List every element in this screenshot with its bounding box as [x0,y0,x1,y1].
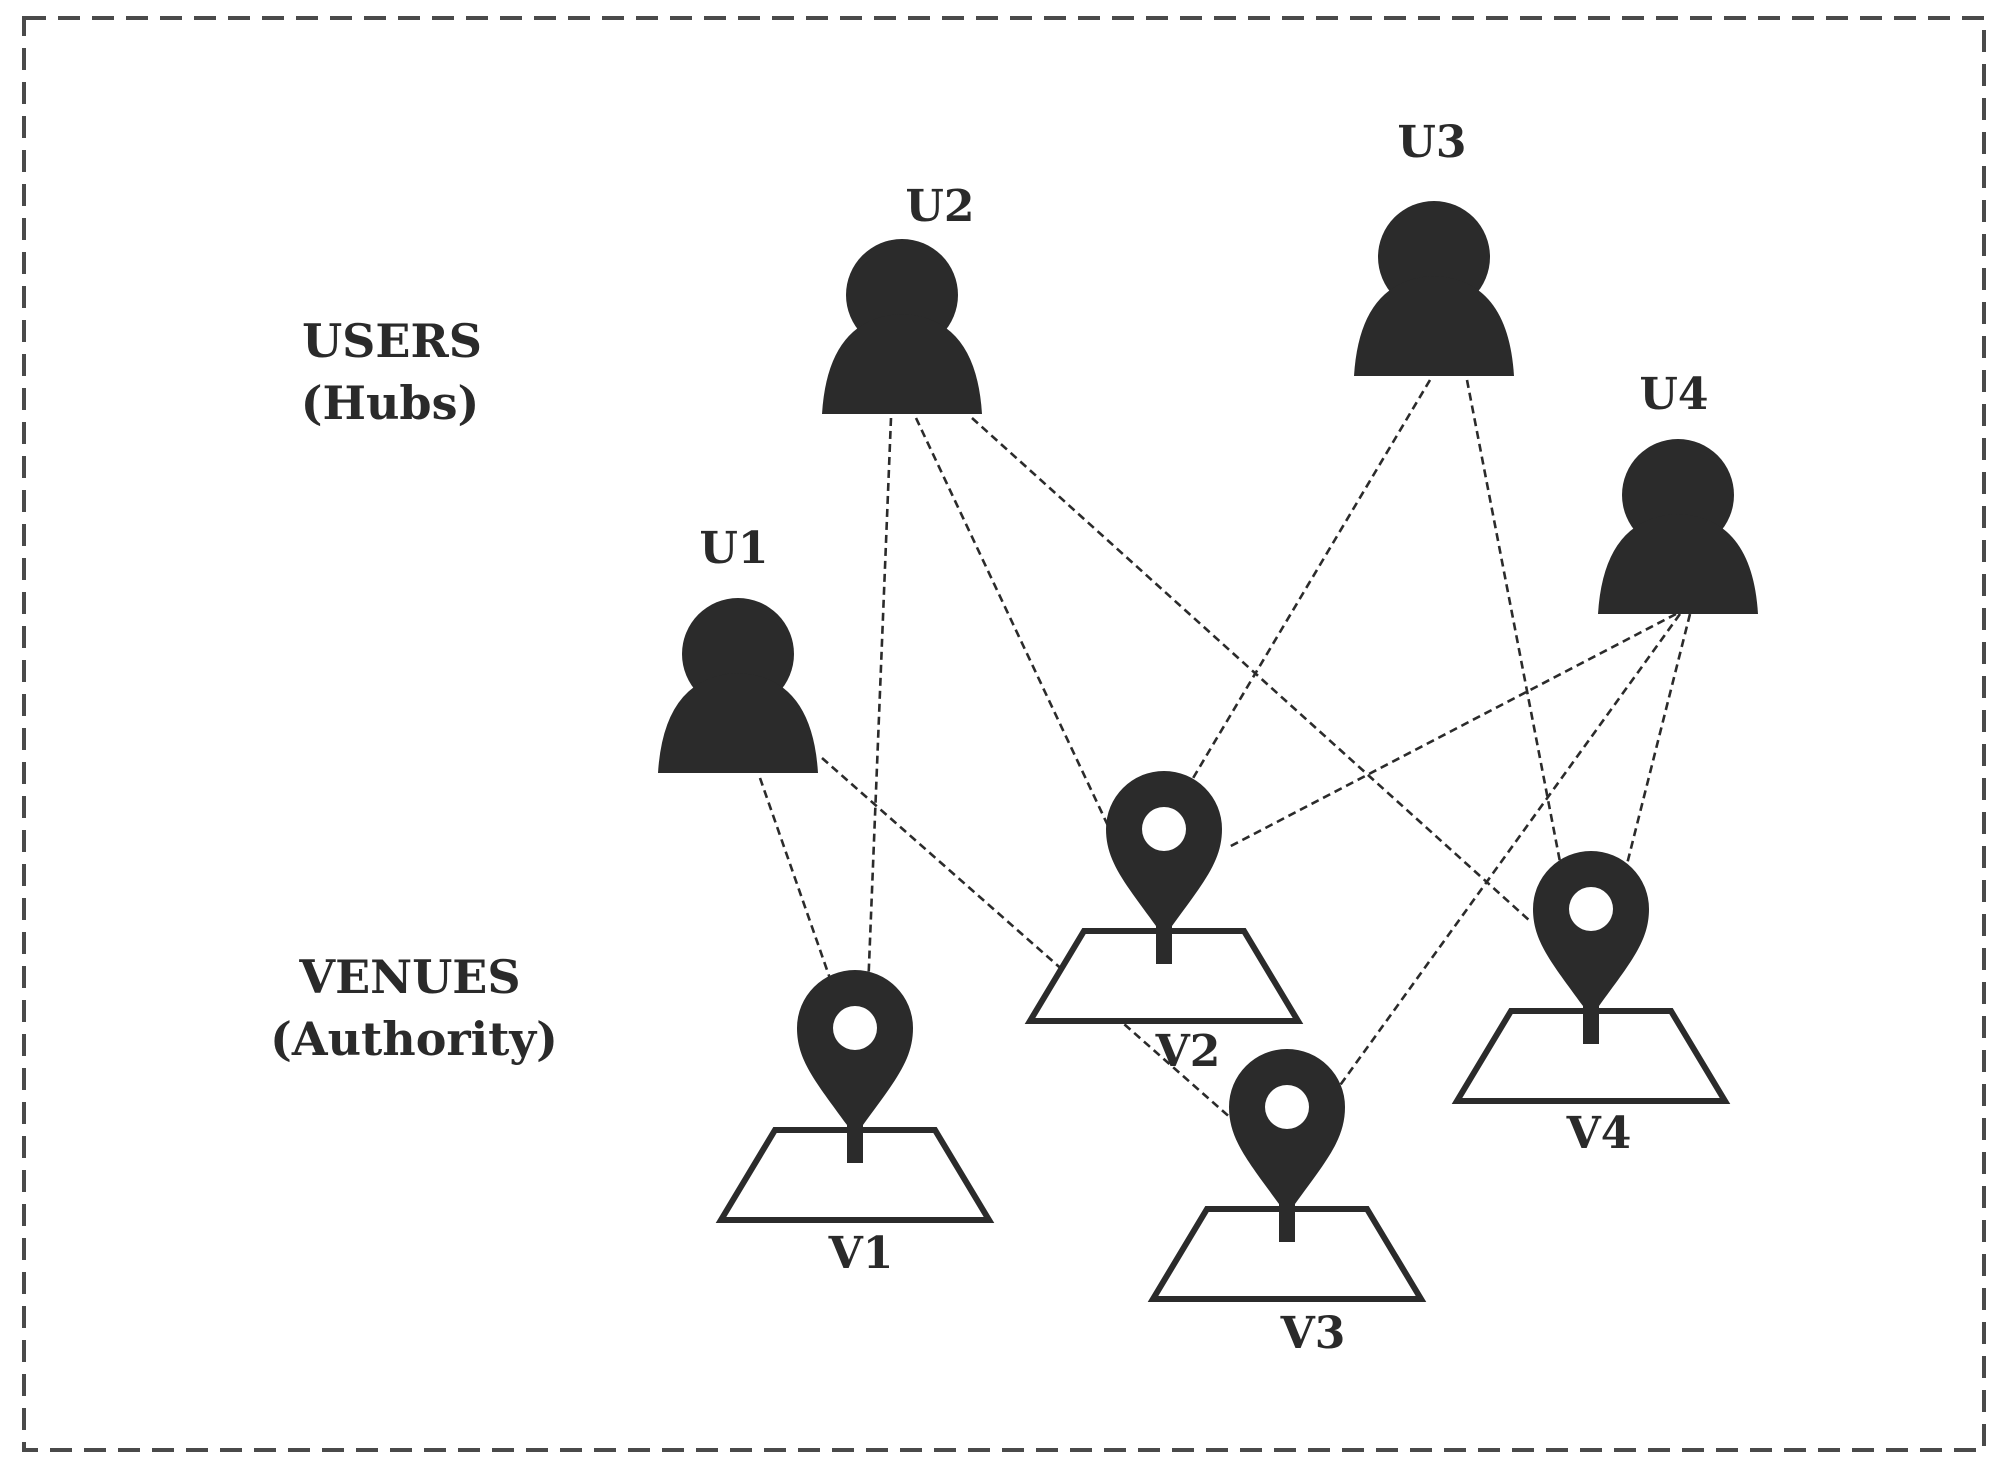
edge-u3-v2 [1181,379,1432,796]
users-group-subtitle: (Hubs) [301,376,480,430]
user-node-u1: U1 [658,523,818,773]
user-label-u1: U1 [700,523,769,574]
map-plate-icon [1147,1206,1427,1302]
diagram-frame [22,16,1986,1452]
edge-u4-v3 [1331,613,1682,1096]
user-node-u4: U4 [1598,369,1758,614]
venue-node-v2: V2 [1024,771,1304,1077]
map-plate-icon [1451,1008,1731,1104]
venue-label-v1: V1 [828,1228,894,1279]
edge-u1-v1 [758,777,836,991]
map-pin-icon [1533,851,1649,1044]
user-label-u2: U2 [906,181,975,232]
map-plate-icon [1024,928,1304,1024]
user-label-u4: U4 [1640,369,1709,420]
edge-u4-v4 [1621,613,1692,881]
person-icon [1354,201,1514,376]
venue-label-v2: V2 [1155,1026,1221,1077]
person-icon [822,239,982,414]
map-pin-icon [1106,771,1222,964]
edge-u4-v2 [1226,612,1677,850]
venue-node-v4: V4 [1451,851,1731,1159]
edge-u3-v4 [1465,379,1568,894]
venue-label-v4: V4 [1566,1108,1632,1159]
user-node-u3: U3 [1354,117,1514,376]
venues-group-subtitle: (Authority) [270,1012,558,1066]
venue-label-v3: V3 [1280,1308,1346,1359]
map-pin-icon [797,970,913,1163]
edges-layer [758,379,1692,1143]
map-plate-icon [715,1127,995,1223]
venue-node-v3: V3 [1147,1049,1427,1359]
edge-u1-v3 [821,757,1259,1143]
user-node-u2: U2 [822,181,982,414]
edge-u2-v2 [914,417,1112,831]
users-group-label: USERS (Hubs) [301,314,482,430]
venues-group-title: VENUES [298,950,520,1004]
venue-node-v1: V1 [715,970,995,1279]
person-icon [1598,439,1758,614]
person-icon [658,598,818,773]
users-group-title: USERS [302,314,482,368]
user-label-u3: U3 [1398,117,1467,168]
edge-u2-v4 [971,417,1531,922]
edge-u2-v1 [866,417,893,991]
map-pin-icon [1229,1049,1345,1242]
venues-group-label: VENUES (Authority) [270,950,558,1066]
